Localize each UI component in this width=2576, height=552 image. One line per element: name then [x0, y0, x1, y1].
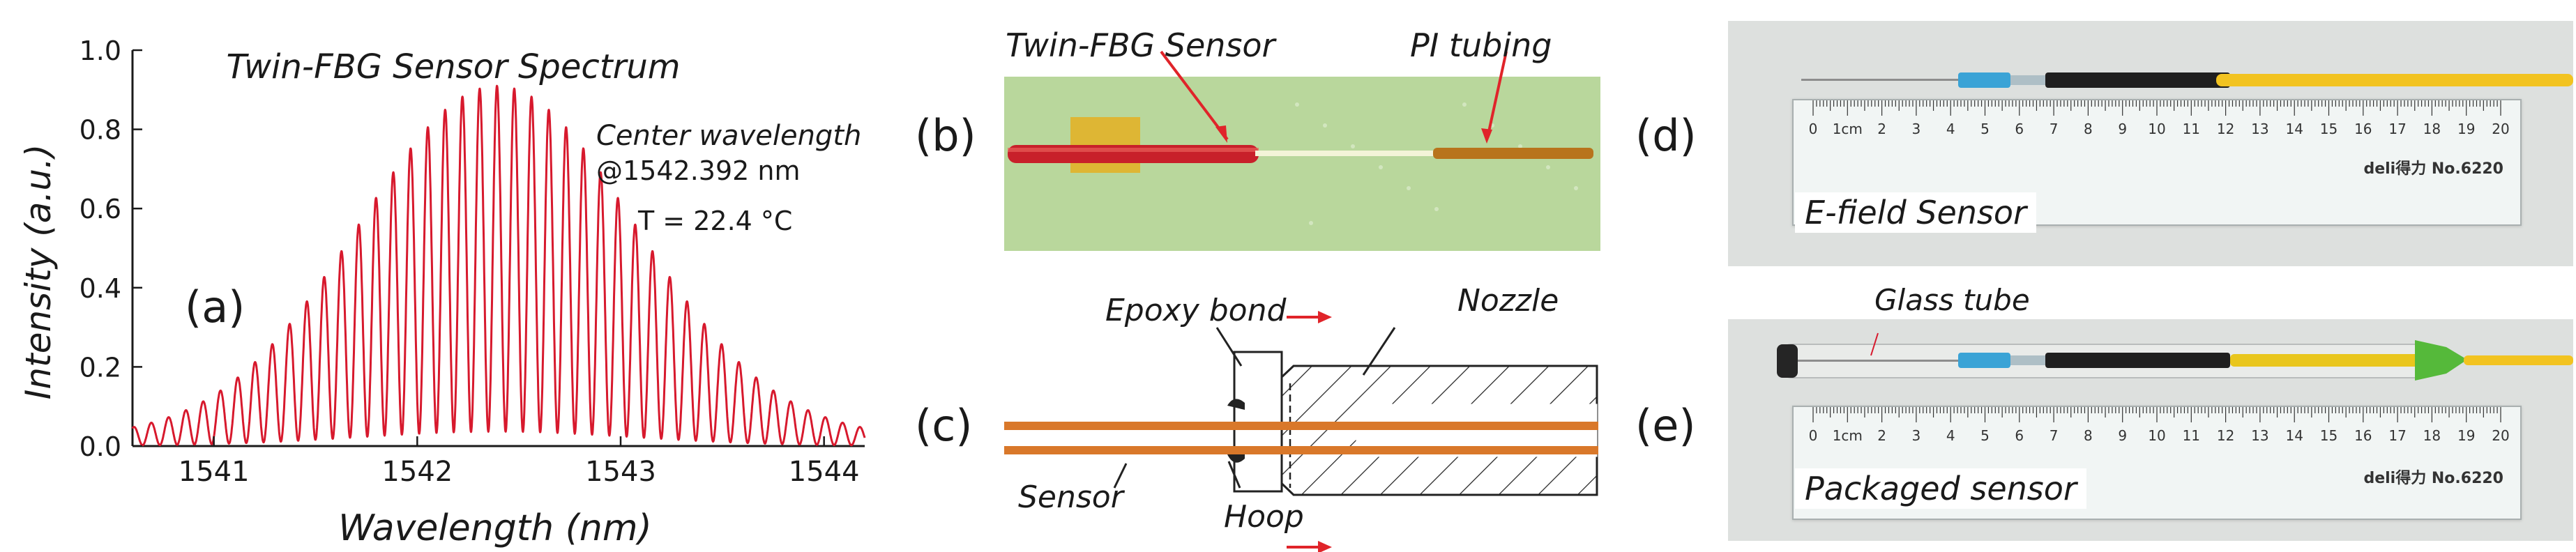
ruler-number: 6	[2015, 427, 2024, 444]
x-tick-label: 1544	[789, 456, 860, 488]
ruler-number: 9	[2118, 121, 2127, 137]
ruler-brand: deli得力 No.6220	[2363, 160, 2503, 178]
x-tick-label: 1542	[381, 456, 453, 488]
panel-label-c: (c)	[915, 400, 973, 451]
ruler-number: 13	[2251, 121, 2268, 137]
panel-label-b: (b)	[915, 110, 976, 161]
fiber-upper	[1004, 422, 1598, 430]
ruler-number: 7	[2050, 427, 2059, 444]
y-axis-label: Intensity (a.u.)	[18, 144, 59, 400]
photo-e-field-sensor: 0 1cm 2 3 4 5 6 7 8 9 10 11 12 13 14 15 16 17 18 19 20 deli得…	[1728, 21, 2573, 266]
ruler-number: 4	[1946, 427, 1955, 444]
y-tick-label: 0.0	[79, 431, 121, 462]
annotation-center-value: @1542.392 nm	[596, 155, 801, 186]
ruler-number: 5	[1980, 121, 1990, 137]
chart-ticks: 0.0 0.2 0.4 0.6 0.8 1.0 1541 1542 1543 1544	[79, 36, 860, 488]
sensor-assembly-d	[1801, 72, 2573, 88]
ruler-number: 5	[1980, 427, 1990, 444]
ruler-number: 2	[1877, 427, 1886, 444]
ruler-number: 10	[2148, 427, 2165, 444]
panel-label-a: (a)	[185, 282, 245, 332]
ruler-d: 0 1cm 2 3 4 5 6 7 8 9 10 11 12 13 14 15 16 17 18 19 20 deli得…	[1792, 99, 2522, 226]
label-nozzle: Nozzle	[1457, 283, 1559, 319]
label-twin-fbg-sensor: Twin-FBG Sensor	[1006, 26, 1275, 64]
ruler-number: 1cm	[1833, 427, 1863, 444]
y-tick-label: 0.6	[79, 194, 121, 224]
chart-title: Twin-FBG Sensor Spectrum	[226, 47, 680, 86]
ruler-number: 19	[2457, 427, 2475, 444]
ruler-number: 14	[2285, 121, 2303, 137]
ruler-number: 1cm	[1833, 121, 1863, 137]
ruler-number: 8	[2084, 427, 2093, 444]
y-tick-label: 0.2	[79, 352, 121, 383]
label-hoop: Hoop	[1224, 499, 1304, 535]
ruler-number: 18	[2423, 121, 2441, 137]
annotation-temperature: T = 22.4 °C	[637, 206, 792, 236]
pi-tubing	[1433, 148, 1593, 159]
label-pi-tubing: PI tubing	[1410, 26, 1552, 64]
ruler-number: 16	[2354, 427, 2372, 444]
ruler-number: 8	[2084, 121, 2093, 137]
arrow-sensor	[1160, 50, 1229, 141]
y-tick-label: 0.4	[79, 273, 121, 304]
spectrum-plot-area	[131, 84, 866, 447]
annotation-center-wavelength: Center wavelength	[596, 120, 861, 152]
ruler-number: 12	[2217, 427, 2234, 444]
ruler-scale: 0 1cm 2 3 4 5 6 7 8 9 10 11 12 13 14 15 16 17 18 19 20	[1809, 407, 2510, 444]
y-tick-label: 0.8	[79, 115, 121, 146]
label-epoxy-bond: Epoxy bond	[1105, 293, 1287, 328]
sensor-assembly-e	[1777, 332, 2573, 381]
ruler-number: 14	[2285, 427, 2303, 444]
spectrum-chart: 0.0 0.2 0.4 0.6 0.8 1.0 1541 1542 1543 1544 Twin-…	[18, 36, 866, 549]
label-glass-tube: Glass tube	[1874, 283, 2030, 317]
ruler-number: 15	[2320, 121, 2338, 137]
ruler-number: 3	[1912, 121, 1921, 137]
panel-label-d: (d)	[1635, 110, 1697, 161]
ruler-number: 3	[1912, 427, 1921, 444]
ruler-number: 7	[2050, 121, 2059, 137]
ruler-number: 20	[2492, 427, 2509, 444]
bare-fiber	[1255, 151, 1555, 156]
sensor-photo-b	[1004, 50, 1600, 251]
ruler-scale: 0 1cm 2 3 4 5 6 7 8 9 10 11 12 13 14 15 16 17 18 19 20	[1809, 100, 2510, 137]
fiber-lower	[1004, 446, 1598, 454]
ruler-number: 12	[2217, 121, 2234, 137]
ruler-number: 19	[2457, 121, 2475, 137]
ruler-number: 15	[2320, 427, 2338, 444]
ruler-number: 9	[2118, 427, 2127, 444]
x-tick-label: 1541	[179, 456, 250, 488]
ruler-number: 0	[1809, 121, 1818, 137]
photo-packaged-sensor: Glass tube 0 1cm 2 3 4 5 6 7 8 9 10 11 12 13 14 15 16 17 1…	[1728, 283, 2573, 541]
green-connector	[2415, 340, 2467, 381]
x-tick-label: 1543	[585, 456, 656, 488]
arrow-tubing	[1486, 51, 1508, 139]
ruler-number: 11	[2183, 121, 2200, 137]
red-fiber-jacket	[1008, 145, 1259, 163]
ruler-number: 2	[1877, 121, 1886, 137]
ruler-number: 18	[2423, 427, 2441, 444]
end-cap	[1777, 344, 1798, 378]
ruler-number: 0	[1809, 427, 1818, 444]
ruler-number: 16	[2354, 121, 2372, 137]
label-sensor: Sensor	[1018, 480, 1123, 515]
ruler-number: 13	[2251, 427, 2268, 444]
ruler-number: 6	[2015, 121, 2024, 137]
epoxy-bond-top	[1227, 399, 1245, 410]
ruler-number: 11	[2183, 427, 2200, 444]
x-axis-label: Wavelength (nm)	[338, 507, 652, 549]
ruler-number: 20	[2492, 121, 2509, 137]
caption-packaged-sensor: Packaged sensor	[1795, 468, 2086, 509]
caption-e-field-sensor: E-field Sensor	[1795, 192, 2036, 233]
structure-diagram-c	[1004, 311, 1598, 552]
ruler-number: 17	[2388, 121, 2406, 137]
ruler-number: 17	[2388, 427, 2406, 444]
y-tick-label: 1.0	[79, 36, 121, 66]
ruler-number: 10	[2148, 121, 2165, 137]
photo-dot-pattern	[1295, 102, 1578, 225]
spectrum-line	[131, 84, 866, 447]
ruler-number: 4	[1946, 121, 1955, 137]
panel-label-e: (e)	[1635, 400, 1696, 451]
ruler-brand: deli得力 No.6220	[2363, 470, 2503, 487]
chart-axes	[131, 50, 865, 447]
